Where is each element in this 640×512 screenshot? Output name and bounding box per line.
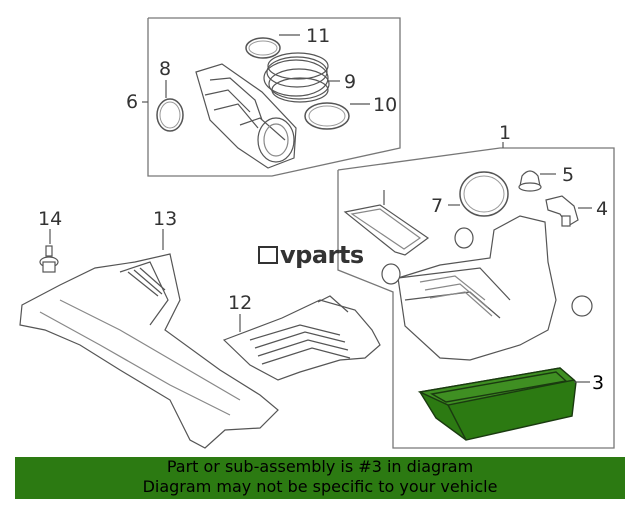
part-9-corrugated-hose <box>263 52 330 103</box>
part-13-air-deflector <box>19 253 279 449</box>
vparts-logo: vparts <box>258 241 364 269</box>
callout-3: 3 <box>592 372 604 394</box>
banner-line-2: Diagram may not be specific to your vehi… <box>142 477 498 496</box>
upper-assembly-frame <box>147 17 401 177</box>
main-assembly-frame <box>337 147 615 449</box>
callout-12: 12 <box>228 292 252 314</box>
callout-8: 8 <box>159 58 171 80</box>
part-6-intake-duct <box>195 63 297 169</box>
parts-diagram: 1 3 4 5 6 7 8 9 10 11 12 13 14 <box>19 17 615 449</box>
callout-4: 4 <box>596 198 608 220</box>
callout-13: 13 <box>153 208 177 230</box>
callout-7: 7 <box>431 195 443 217</box>
banner-line-1: Part or sub-assembly is #3 in diagram <box>166 457 474 476</box>
callout-1: 1 <box>499 122 511 144</box>
part-5-grommet <box>518 170 542 192</box>
part-4-sensor <box>545 195 579 227</box>
callout-10: 10 <box>373 94 397 116</box>
part-12-air-duct <box>222 295 381 381</box>
part-3-air-filter-highlighted <box>417 367 577 441</box>
part-8-seal-ring <box>156 98 184 132</box>
callout-5: 5 <box>562 164 574 186</box>
part-1-air-cleaner-housing <box>381 215 593 361</box>
callout-6: 6 <box>126 91 138 113</box>
part-10-seal-ring <box>304 102 350 130</box>
leader-lines <box>49 34 592 383</box>
info-banner: Part or sub-assembly is #3 in diagram Di… <box>15 457 625 499</box>
logo-text: vparts <box>280 241 364 269</box>
part-7-seal-ring <box>459 171 509 217</box>
part-14-bolt <box>39 245 59 273</box>
part-11-clamp-ring <box>245 37 281 59</box>
logo-mark-icon <box>258 246 278 264</box>
callout-11: 11 <box>306 25 330 47</box>
callout-14: 14 <box>38 208 62 230</box>
part-2-filter-element <box>343 204 430 256</box>
callout-9: 9 <box>344 71 356 93</box>
